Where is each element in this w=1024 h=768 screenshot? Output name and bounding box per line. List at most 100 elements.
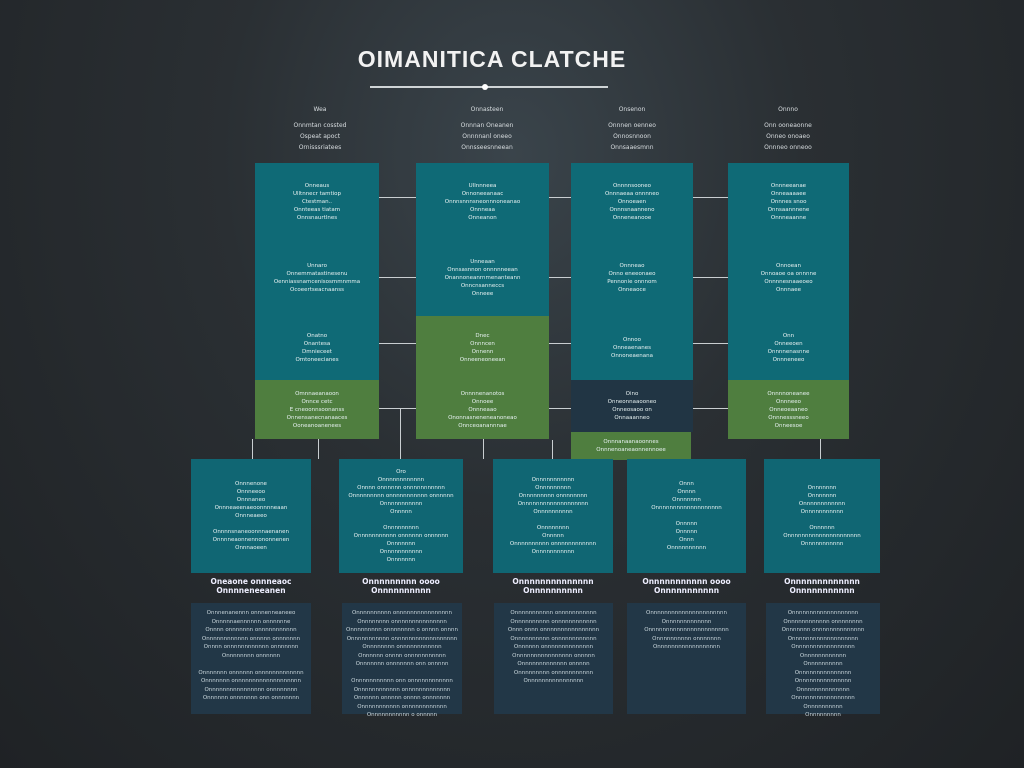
text-line: Onnnnnnnnnn (666, 545, 707, 551)
text-line: Onnoo (622, 336, 642, 343)
text-line (195, 660, 307, 669)
text-line: Pennonie onnnom (607, 278, 657, 285)
text-line: Onnnnnnn (386, 557, 416, 563)
text-line: Onnnnn (542, 533, 564, 539)
text-line: Onnnnnnnnnnnn (377, 477, 425, 483)
text-line: Onnnaoeen (235, 545, 267, 551)
text-line: Onnsaannnene (767, 206, 810, 213)
text-line: Oro (396, 469, 406, 475)
connector-line (549, 277, 571, 278)
text-line: Onnnnnnnnnnnnnnnnnnn (787, 610, 859, 616)
text-line: Onnneneeo (772, 356, 805, 363)
text-line: Onneaus (304, 182, 330, 189)
text-line: Onnnaneo (236, 497, 266, 503)
text-line: Unnaro (307, 262, 327, 269)
text-line: Onnmtan cossted (293, 122, 347, 129)
text-line: Omtoneecianes (295, 356, 339, 363)
text-line: Onnnsnaanneno (609, 206, 655, 213)
text-line: Onneosaoo on (612, 407, 652, 413)
text-line: Onnoneaenana (610, 352, 653, 359)
text-line: Onnnnnnnnnn onnnnnnnnnnnn (510, 635, 597, 642)
text-line: Onnnneaonnennononnenen (212, 537, 290, 543)
text-line: Onneeneoneean (459, 357, 506, 363)
text-line: Onnnnnnnnn onnnnnnnnnnn onnnnnn (348, 493, 454, 499)
text-line: Onnnnnnnnnnn (379, 501, 423, 507)
text-line: Onnnnnnnnnnn o onnnnn (366, 712, 438, 718)
connector-line (693, 197, 728, 198)
text-line: Onnneaa (470, 206, 495, 213)
text-line: Onnnnnnnnnnn (800, 509, 844, 515)
text-line: Onnnnn (675, 521, 698, 527)
text-line: Onnnnnnnnn (383, 525, 419, 531)
text-line: Ctestman.. (301, 198, 333, 205)
text-line: Onnneaanne (770, 214, 807, 221)
text-line: Onnnnnnnnnnnn onnnnnnnn (783, 618, 863, 625)
text-line: Oenniassnamcenisosmmnmma (273, 278, 361, 285)
text-line: Onnnnnnnnn (535, 485, 571, 491)
text-line: Onnce cetc (301, 398, 333, 405)
text-line: Onnnnnnnnn onnnnnnnnnnn (513, 669, 594, 676)
text-line: Onnnnnnnnnnnnnnnn onnnnn (512, 652, 595, 659)
text-line: Onnnnesnaaeoeo (764, 278, 813, 285)
text-line: Onno eneeonaeo (608, 270, 656, 277)
text-line: Onnnnnnnnnnnnnnnnn (791, 644, 855, 650)
text-line: Onnceoanannnae (458, 422, 507, 429)
text-line: Onnoean (776, 262, 801, 269)
text-line: Onnnnnnn (807, 485, 837, 491)
text-line: Onnsseesnneean (461, 144, 513, 151)
text-line: Onnnnnnnnnnnnnn (796, 686, 850, 693)
text-line: Onnnnnnnnnn onnnnnnn (652, 635, 721, 642)
text-line: Onnnnnnn onnnnnn onnnnnnnnnnnnn (198, 669, 304, 676)
text-line: Onnnnnnnnnnn (531, 477, 575, 483)
text-line: Onnnnsooneo (612, 182, 652, 189)
text-line: Onnnnnnnnnn onnnnnnnnnnnn (509, 541, 597, 547)
text-line: Onnnen oenneo (608, 122, 656, 129)
text-line (686, 512, 688, 520)
text-line: Onnnnn (675, 529, 698, 535)
text-line: Onnneao (619, 262, 645, 269)
text-line: Onnnnnnnnn onnnnnnnn (518, 493, 588, 499)
text-line: Onneaaaaee (771, 190, 806, 197)
text-line: Onnnnnnnnnn (803, 703, 843, 710)
text-line: Onnnnnn (809, 525, 835, 531)
connector-line (549, 408, 571, 409)
text-line: Ulltnnecr tamtiop (292, 190, 342, 197)
text-line: Onnnnnnnn onnnnnnnnnnnnnnn (357, 618, 447, 625)
text-line: Onnnnnnnnnnn (379, 549, 423, 555)
text-line: Unneaan (470, 259, 495, 265)
text-line: Onnnnnnnnnnnnn (661, 618, 712, 625)
text-line: Onnnnnnnnnnnnn (784, 577, 860, 586)
text-line: Onnnnnn onnnn onnnnnnnnnnn (358, 652, 446, 659)
text-line: Onnnnnnnnnnn onnnnnn onnnnnn (353, 533, 449, 539)
text-line: Onannoneanrnmenanteann (444, 275, 521, 281)
text-line: Onneonnaaooneo (607, 399, 657, 405)
connector-line (400, 408, 401, 459)
text-line: Onnnan Oneanen (460, 122, 514, 129)
text-line: Onncnsanneccs (460, 283, 505, 289)
text-line: Onnnenanennn onnnenneaneeo (206, 610, 296, 616)
text-line: Onnnnnnnnnnnnn onnnnn (517, 661, 590, 667)
text-line: Onnnn onnnnnnn onnnnnnnnnnn (205, 627, 297, 633)
divider-dot (482, 84, 488, 90)
text-line: Onnnnnnnnn (805, 712, 841, 718)
text-line: Onnnnnnnnnn onnnnnnnnnnnn (510, 618, 597, 625)
connector-line (549, 197, 571, 198)
text-line (552, 516, 554, 524)
text-line: Onnnnnnnnnnn (800, 541, 844, 547)
text-line (250, 520, 252, 528)
text-line: Onnnnnnnnnnnn onnnnnnnnnnnnn (353, 686, 451, 693)
text-line: Onnnnnnnnnnnnnnnn onnnnnnnn (204, 686, 298, 693)
text-line: Onnnnnn onnnnnnnnnnnnnn (513, 644, 594, 650)
text-line: Onneesoe (774, 422, 803, 429)
